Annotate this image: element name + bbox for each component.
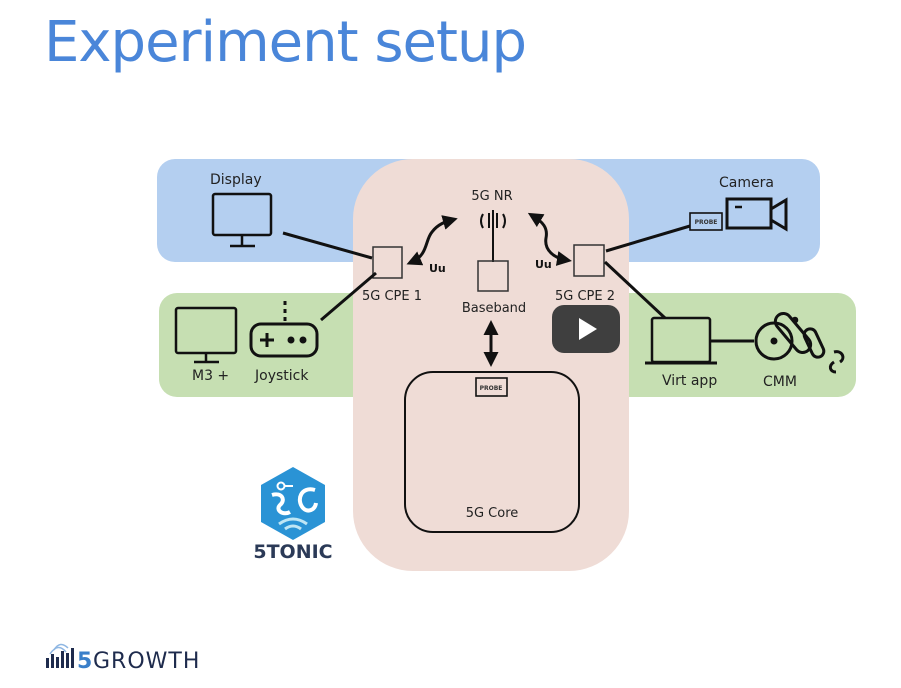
5tonic-logo: 5TONIC: [253, 467, 333, 563]
camera-label: Camera: [719, 175, 774, 191]
core-box: [404, 371, 580, 533]
uu-left-arrow: [406, 215, 458, 266]
virtapp-cpe2-link: [603, 260, 667, 320]
joystick-cpe1-link: [320, 271, 377, 322]
svg-text:5TONIC: 5TONIC: [253, 541, 332, 563]
cmm-label: CMM: [763, 374, 797, 390]
virt-app-label: Virt app: [662, 373, 717, 389]
video-play-button[interactable]: [552, 305, 620, 353]
nr-label: 5G NR: [471, 189, 512, 204]
baseband-box: [477, 260, 509, 292]
slide-title: Experiment setup: [44, 10, 527, 75]
joystick-label: Joystick: [254, 368, 309, 384]
svg-text:GROWTH: GROWTH: [93, 649, 200, 674]
core-probe: PROBE: [475, 377, 508, 397]
antenna-icon: [480, 210, 506, 262]
cpe1-box: [372, 246, 403, 279]
svg-text:5: 5: [77, 649, 92, 674]
uu-right-arrow: [527, 212, 572, 266]
cpe2-box: [573, 244, 605, 277]
cpe2-label: 5G CPE 2: [555, 289, 615, 304]
cpe1-label: 5G CPE 1: [362, 289, 422, 304]
svg-text:PROBE: PROBE: [480, 385, 503, 392]
video-camera-icon: [725, 197, 788, 232]
display-label: Display: [210, 172, 262, 188]
core-label: 5G Core: [466, 506, 519, 521]
display-monitor-icon: [211, 192, 273, 248]
cmm-robot-arm-icon: [754, 312, 845, 374]
uu-right-label: Uu: [535, 258, 552, 271]
play-icon: [579, 318, 597, 340]
camera-probe: PROBE: [689, 212, 723, 231]
m3-monitor-icon: [174, 306, 238, 364]
svg-text:PROBE: PROBE: [695, 219, 718, 226]
baseband-label: Baseband: [462, 301, 526, 316]
display-cpe1-link: [282, 231, 373, 260]
uu-left-label: Uu: [429, 262, 446, 275]
m3-label: M3 +: [192, 368, 229, 384]
5growth-logo: 5 GROWTH: [46, 643, 200, 674]
joystick-gamepad-icon: [249, 301, 319, 358]
camera-cpe2-link: [605, 224, 691, 253]
